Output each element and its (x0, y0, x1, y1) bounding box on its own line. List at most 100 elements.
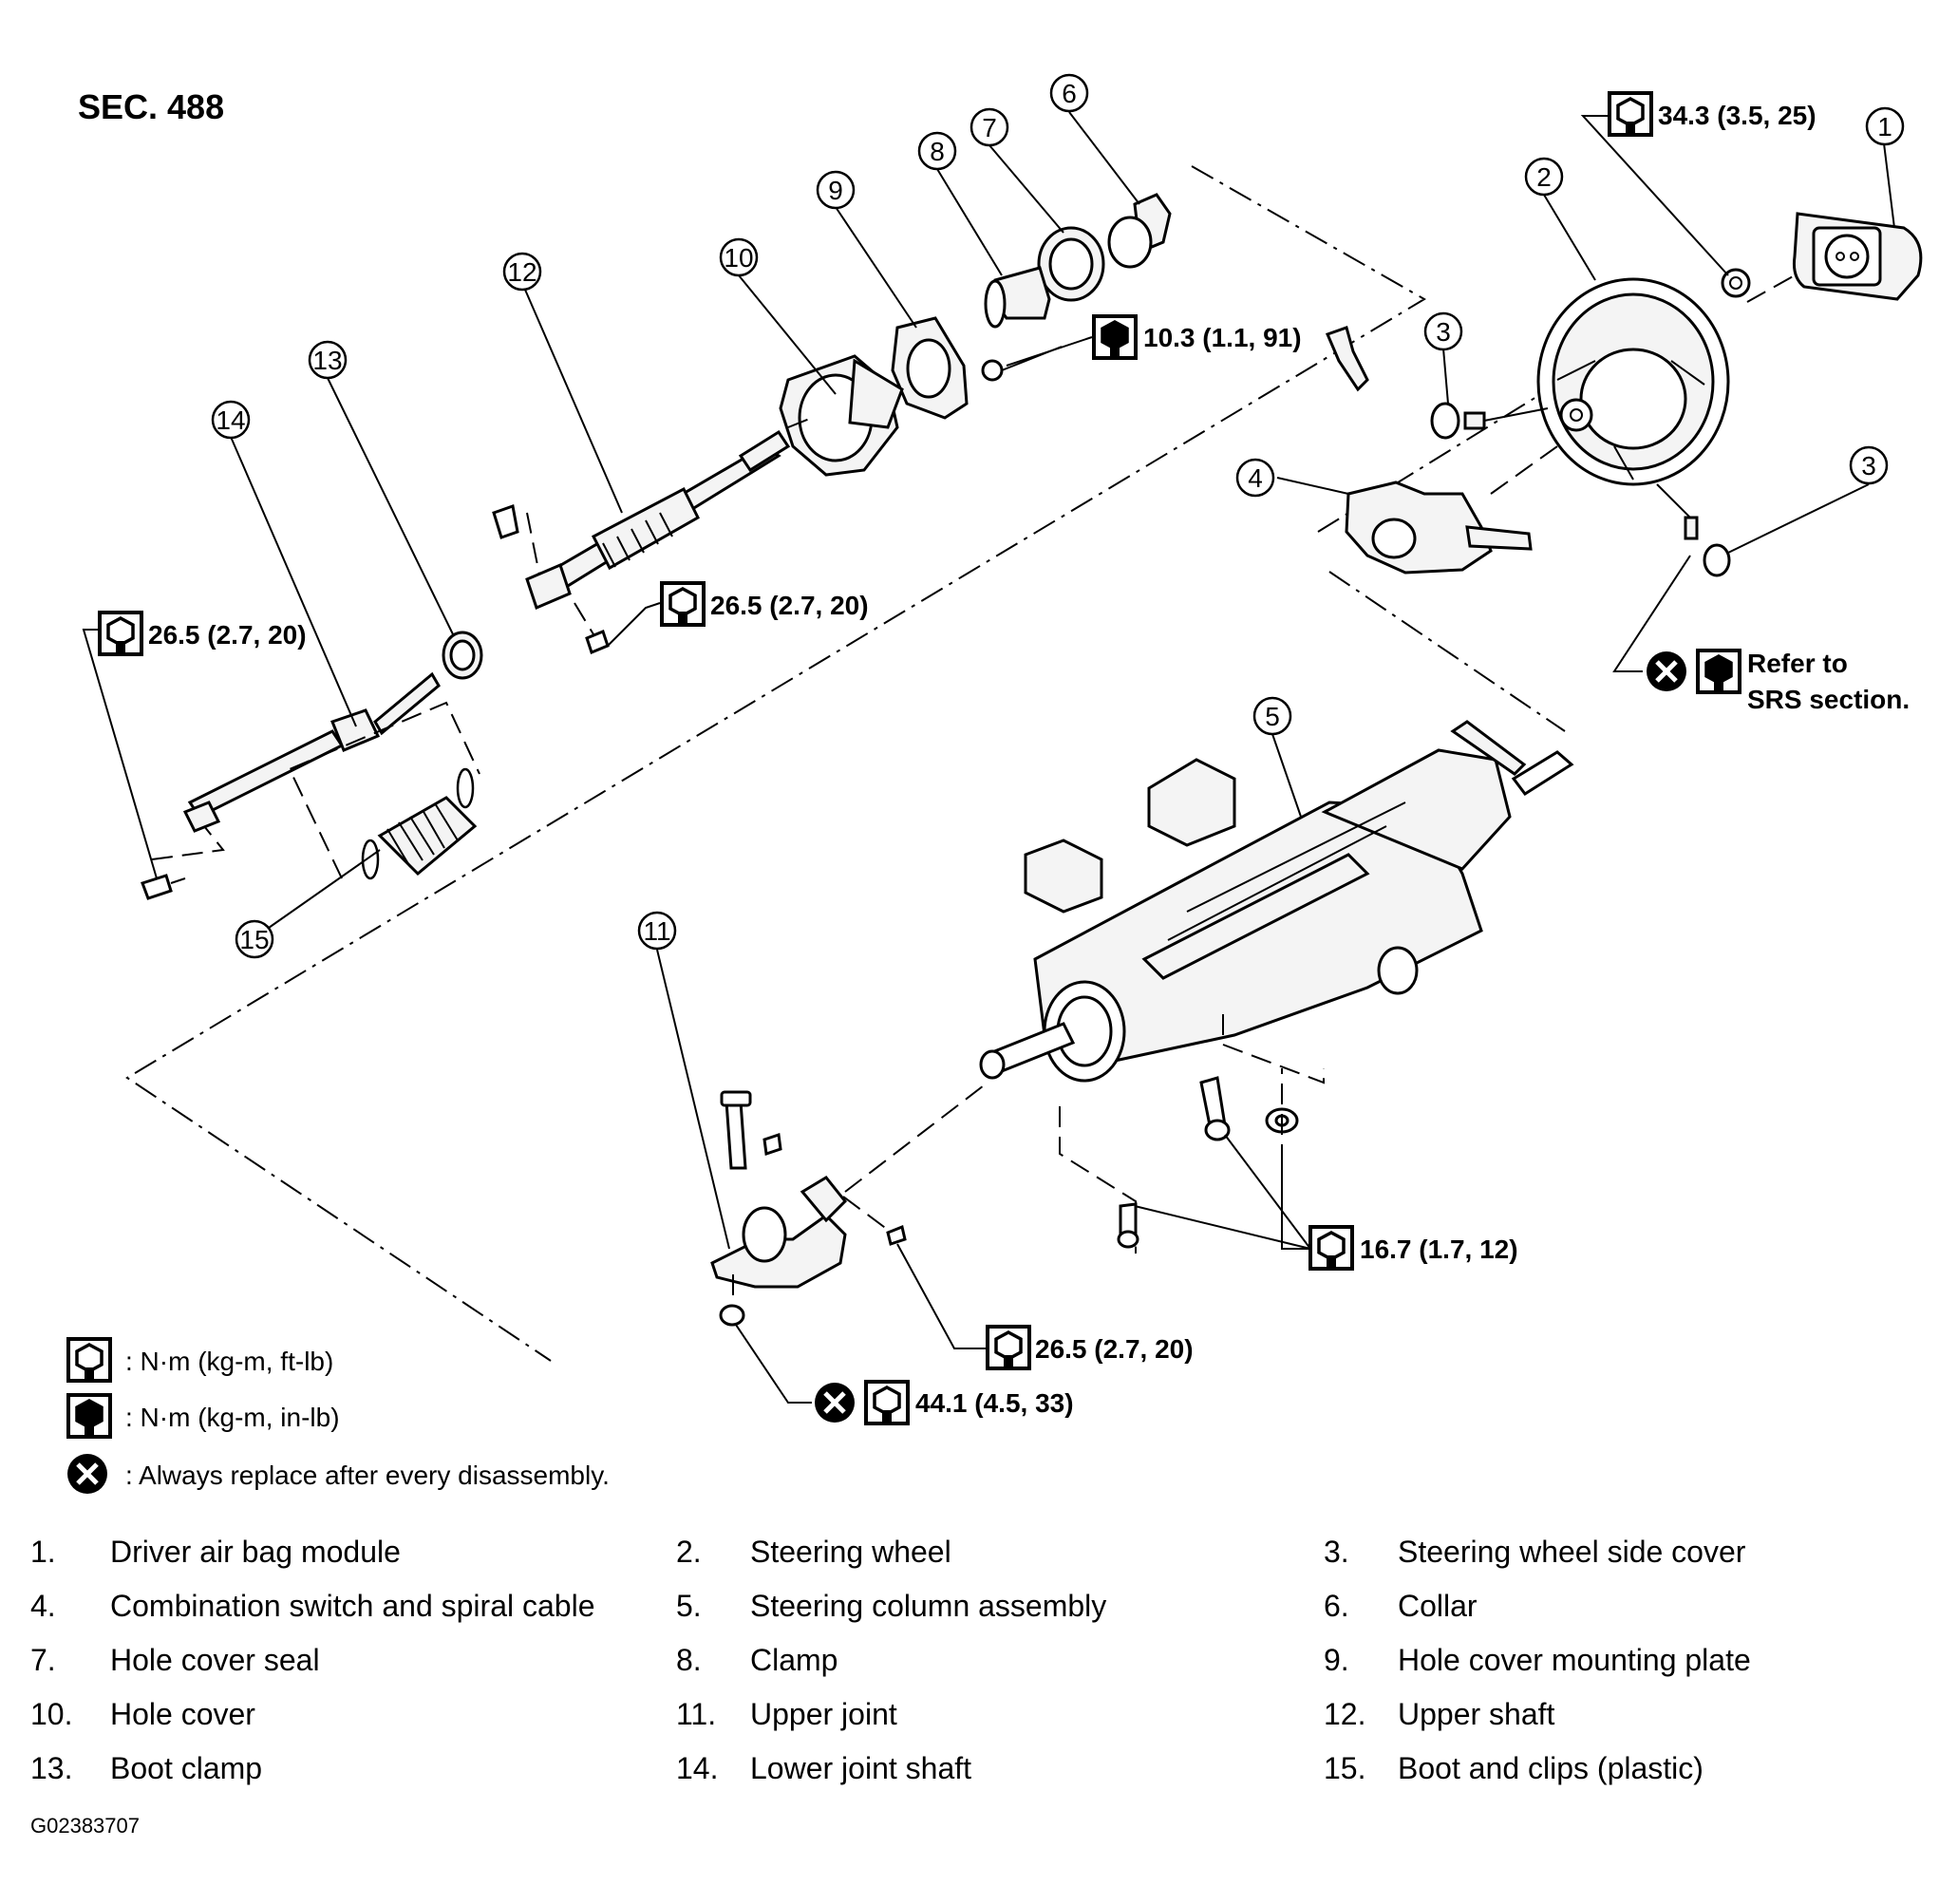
upper-shaft (492, 417, 813, 654)
legend-replace: : Always replace after every disassembly… (125, 1461, 610, 1490)
part-name: Steering wheel (750, 1535, 951, 1569)
svg-text:26.5 (2.7, 20): 26.5 (2.7, 20) (1035, 1334, 1194, 1364)
driver-air-bag-module (1746, 212, 1923, 303)
callout-8: 8 (917, 131, 957, 171)
torque-wrench-icon (1308, 1225, 1354, 1271)
part-number: 5. (676, 1589, 702, 1623)
svg-text:11: 11 (643, 916, 670, 946)
callout-11: 11 (637, 911, 677, 951)
envelope-lines (125, 165, 1634, 1362)
part-number: 3. (1324, 1535, 1349, 1569)
callout-12: 12 (502, 252, 542, 292)
part-name: Clamp (750, 1643, 838, 1677)
callout-3a: 3 (1423, 311, 1463, 351)
part-name: Upper joint (750, 1697, 897, 1731)
part-number: 13. (30, 1751, 73, 1785)
part-name: Hole cover mounting plate (1398, 1643, 1751, 1677)
svg-text:8: 8 (930, 137, 945, 166)
exploded-view-diagram: SEC. 488 (0, 73, 1923, 1519)
parts-row: 7. Hole cover seal 8. Clamp 9. Hole cove… (30, 1641, 1911, 1695)
callout-14: 14 (211, 400, 251, 440)
torque-wrench-inlb-icon (1092, 314, 1138, 360)
parts-row: 4. Combination switch and spiral cable 5… (30, 1587, 1911, 1641)
replace-x-icon (815, 1383, 855, 1423)
boot-and-clips (288, 701, 480, 880)
svg-text:16.7 (1.7, 12): 16.7 (1.7, 12) (1360, 1235, 1518, 1264)
parts-list: 1. Driver air bag module 2. Steering whe… (30, 1533, 1911, 1803)
svg-text:2: 2 (1536, 162, 1552, 192)
part-number: 8. (676, 1643, 702, 1677)
svg-text:7: 7 (982, 113, 997, 142)
replace-x-icon (1647, 651, 1686, 691)
hole-cover-components (891, 193, 1172, 420)
svg-text:26.5 (2.7, 20): 26.5 (2.7, 20) (148, 620, 307, 650)
legend-wrench-filled-icon (66, 1393, 112, 1439)
legend: : N·m (kg-m, ft-lb) : N·m (kg-m, in-lb) … (66, 1337, 610, 1494)
part-number: 14. (676, 1751, 719, 1785)
callout-leaders (230, 111, 1895, 1250)
hole-cover (779, 354, 904, 477)
torque-wrench-inlb-icon (1696, 649, 1741, 694)
svg-text:3: 3 (1861, 451, 1876, 481)
part-number: 2. (676, 1535, 702, 1569)
part-number: 9. (1324, 1643, 1349, 1677)
part-name: Lower joint shaft (750, 1751, 972, 1785)
part-number: 15. (1324, 1751, 1366, 1785)
lower-joint-shaft (141, 671, 441, 900)
steering-wheel (1536, 268, 1751, 486)
part-number: 7. (30, 1643, 56, 1677)
section-label: SEC. 488 (78, 87, 224, 126)
part-number: 10. (30, 1697, 73, 1731)
figure-id: G02383707 (30, 1814, 140, 1838)
part-number: 6. (1324, 1589, 1349, 1623)
legend-ftlb: : N·m (kg-m, ft-lb) (125, 1347, 333, 1376)
part-name: Collar (1398, 1589, 1478, 1623)
svg-text:14: 14 (216, 405, 245, 435)
part-number: 12. (1324, 1697, 1366, 1731)
callout-5: 5 (1252, 696, 1292, 736)
svg-text:4: 4 (1248, 463, 1263, 493)
part-name: Boot clamp (110, 1751, 263, 1785)
legend-wrench-icon (66, 1337, 112, 1383)
torque-column-bolts: 16.7 (1.7, 12) (1308, 1225, 1518, 1271)
svg-text:34.3 (3.5, 25): 34.3 (3.5, 25) (1658, 101, 1817, 130)
torque-upper-joint-bolt: 44.1 (4.5, 33) (815, 1380, 1074, 1425)
column-fasteners (1117, 1068, 1299, 1249)
svg-text:1: 1 (1877, 112, 1892, 141)
part-name: Driver air bag module (110, 1535, 401, 1569)
callout-2: 2 (1524, 157, 1564, 197)
torque-wrench-icon (660, 581, 706, 627)
svg-text:26.5 (2.7, 20): 26.5 (2.7, 20) (710, 591, 869, 620)
combination-switch (1325, 326, 1558, 575)
callout-15: 15 (235, 919, 274, 959)
legend-inlb: : N·m (kg-m, in-lb) (125, 1403, 340, 1432)
callout-4: 4 (1235, 458, 1275, 498)
torque-specs: 34.3 (3.5, 25) 10.3 (1.1, 91) 26.5 (2.7,… (98, 91, 1910, 1425)
parts-row: 13. Boot clamp 14. Lower joint shaft 15.… (30, 1749, 1911, 1803)
callout-3b: 3 (1849, 445, 1889, 485)
upper-joint (710, 1082, 988, 1327)
callout-7: 7 (970, 107, 1009, 147)
part-name: Boot and clips (plastic) (1398, 1751, 1704, 1785)
part-name: Steering column assembly (750, 1589, 1107, 1623)
svg-text:15: 15 (239, 925, 269, 954)
callout-6: 6 (1049, 73, 1089, 113)
part-number: 11. (676, 1697, 717, 1731)
callout-markers: 1 2 3 3 4 5 6 7 8 9 10 11 12 13 14 15 (211, 73, 1905, 959)
boot-clamp (442, 631, 483, 680)
svg-text:10.3 (1.1, 91): 10.3 (1.1, 91) (1143, 323, 1302, 352)
svg-text:6: 6 (1062, 79, 1077, 108)
legend-replace-icon (67, 1454, 107, 1494)
torque-lower-joint-bolt: 26.5 (2.7, 20) (98, 611, 307, 656)
part-name: Combination switch and spiral cable (110, 1589, 595, 1623)
svg-text:44.1 (4.5, 33): 44.1 (4.5, 33) (915, 1388, 1074, 1418)
part-name: Steering wheel side cover (1398, 1535, 1746, 1569)
steering-column-assembly (979, 720, 1574, 1254)
torque-wheel-nut: 34.3 (3.5, 25) (1608, 91, 1817, 137)
callout-1: 1 (1865, 106, 1905, 146)
torque-upper-shaft-nut: 26.5 (2.7, 20) (660, 581, 869, 627)
part-name: Hole cover (110, 1697, 255, 1731)
part-name: Hole cover seal (110, 1643, 320, 1677)
svg-text:5: 5 (1265, 702, 1280, 731)
svg-text:SRS section.: SRS section. (1747, 685, 1910, 714)
